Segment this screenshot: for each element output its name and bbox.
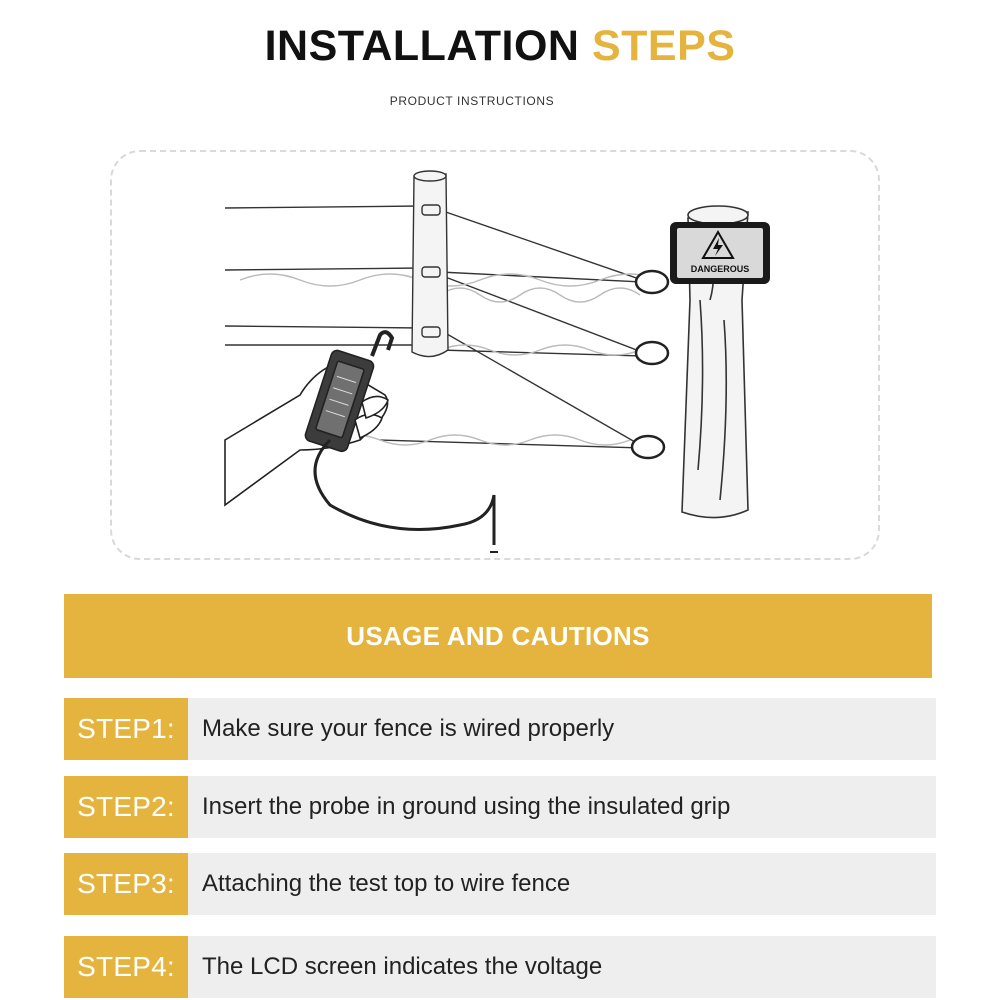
step-text: Attaching the test top to wire fence (202, 870, 571, 897)
illustration-frame (110, 150, 880, 560)
step-row-3: STEP3: Attaching the test top to wire fe… (64, 853, 936, 915)
page-title: INSTALLATION STEPS (0, 22, 1000, 71)
title-main: INSTALLATION (264, 22, 580, 70)
insulator-bottom (630, 434, 666, 460)
insulator-top (634, 269, 670, 295)
danger-sign: DANGEROUS (670, 222, 770, 284)
sign-text: DANGEROUS (691, 264, 750, 274)
step-label: STEP1: (64, 698, 188, 760)
step-row-4: STEP4: The LCD screen indicates the volt… (64, 936, 936, 998)
title-accent: STEPS (591, 22, 736, 70)
page-subtitle: PRODUCT INSTRUCTIONS (389, 94, 555, 108)
insulator-middle (634, 340, 670, 366)
right-post (681, 205, 749, 519)
step-label: STEP4: (64, 936, 188, 998)
middle-post (411, 170, 449, 358)
step-text: Make sure your fence is wired properly (202, 715, 615, 742)
step-row-1: STEP1: Make sure your fence is wired pro… (64, 698, 936, 760)
usage-cautions-banner: USAGE AND CAUTIONS (64, 594, 932, 678)
ground-probe (313, 438, 498, 553)
hand-with-tester (224, 330, 395, 507)
step-label: STEP3: (64, 853, 188, 915)
fence-tester-illustration: DANGEROUS (224, 170, 770, 553)
step-row-2: STEP2: Insert the probe in ground using … (64, 776, 936, 838)
step-label: STEP2: (64, 776, 188, 838)
step-text: The LCD screen indicates the voltage (202, 953, 603, 980)
high-voltage-warning-icon (701, 229, 735, 259)
step-text: Insert the probe in ground using the ins… (202, 793, 731, 820)
